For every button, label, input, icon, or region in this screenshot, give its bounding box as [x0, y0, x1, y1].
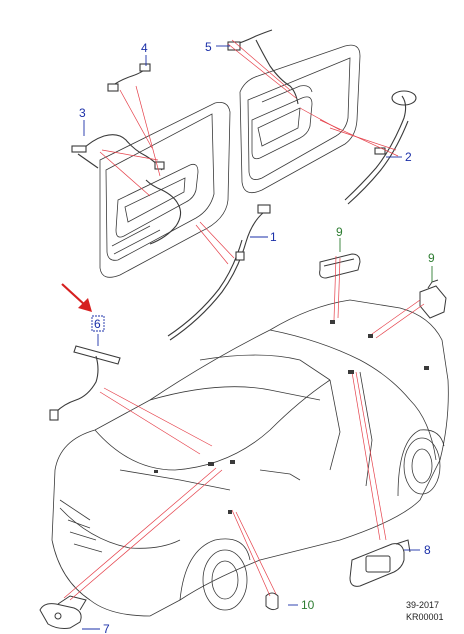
callout-3: 3: [79, 106, 86, 120]
leader-lines: [63, 39, 425, 601]
red-pointer-arrow: [61, 283, 92, 312]
callout-ticks-green: [339, 238, 433, 282]
rear-door-trim-panel: [99, 102, 231, 278]
front-door-trim-panel: [239, 44, 361, 194]
callout-10: 10: [301, 598, 315, 612]
component-10: [265, 592, 279, 611]
callout-6-highlight-box: [91, 315, 105, 332]
vehicle-body: [51, 299, 449, 617]
callout-2: 2: [405, 150, 412, 164]
callout-ticks: [82, 45, 420, 630]
callout-7: 7: [103, 622, 110, 634]
callout-6: 6: [94, 317, 101, 331]
callout-9-right: 9: [428, 251, 435, 265]
callout-4: 4: [141, 41, 148, 55]
door-harness-1: [167, 204, 271, 341]
callout-5: 5: [205, 40, 212, 54]
component-9-right: [419, 279, 447, 319]
callout-8: 8: [424, 543, 431, 557]
reference-code: KR00001: [406, 612, 444, 622]
component-7: [39, 595, 87, 629]
callout-1: 1: [270, 230, 277, 244]
vehicle-connector-marks: [154, 320, 429, 514]
harness-4: [107, 63, 151, 92]
callout-9-upper: 9: [336, 225, 343, 239]
component-9-upper: [319, 253, 361, 279]
reference-date: 39-2017: [406, 600, 439, 610]
harness-6: [49, 345, 121, 421]
component-8: [349, 539, 411, 587]
harness-3: [71, 134, 182, 245]
door-harness-2: [344, 90, 417, 205]
